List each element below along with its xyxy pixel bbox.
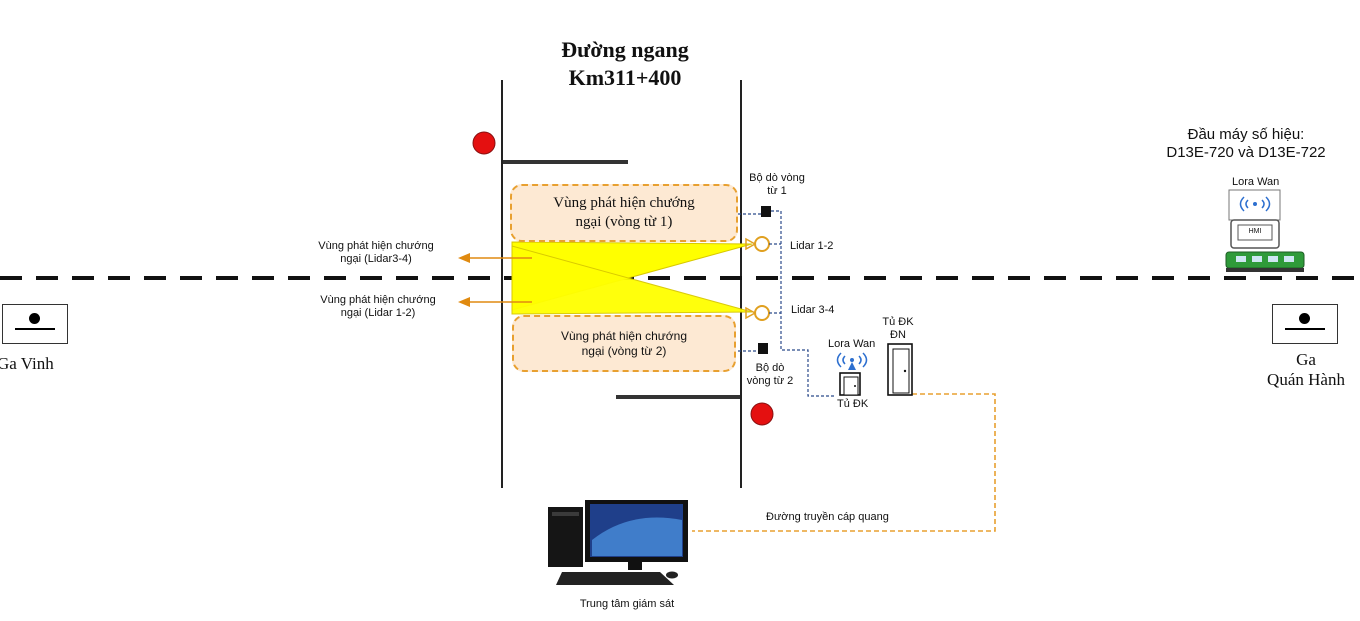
obstacle-zone-loop1: Vùng phát hiện chướng ngại (vòng từ 1) bbox=[510, 184, 738, 242]
lidar12-arrowhead bbox=[458, 297, 470, 307]
fiber-optic-line bbox=[692, 393, 996, 532]
loop-detector-2 bbox=[758, 343, 768, 354]
zone-loop2-line1: Vùng phát hiện chướng bbox=[561, 328, 687, 343]
cabinet-dk-icon bbox=[839, 372, 861, 396]
loop-detector-1-line2: từ 1 bbox=[767, 185, 787, 197]
signal-light-bottom bbox=[750, 402, 774, 426]
crossing-title: Đường ngang Km311+400 bbox=[540, 36, 710, 92]
lidar12-zone-line1: Vùng phát hiện chướng bbox=[320, 294, 436, 306]
lorawan-antenna-icon bbox=[836, 352, 868, 370]
lidar34-label: Lidar 3-4 bbox=[791, 304, 835, 316]
lidar-sensor-12-cone bbox=[745, 237, 757, 251]
station-left-marker bbox=[2, 304, 68, 344]
lidar12-zone-line2: ngại (Lidar 1-2) bbox=[340, 307, 416, 319]
cabinet-dk-label: Tủ ĐK bbox=[837, 398, 869, 410]
computer-icon bbox=[548, 500, 688, 585]
lidar12-label: Lidar 1-2 bbox=[790, 240, 834, 252]
crossing-title-line2: Km311+400 bbox=[568, 65, 682, 90]
cabinet-dkdn-icon bbox=[887, 343, 913, 396]
loop-detector-2-line2: vòng từ 2 bbox=[746, 375, 794, 387]
station-right-line2: Quán Hành bbox=[1267, 370, 1345, 389]
locomotive-line1: Đầu máy số hiệu: bbox=[1187, 126, 1305, 143]
crossing-title-line1: Đường ngang bbox=[561, 37, 689, 62]
monitoring-center-label: Trung tâm giám sát bbox=[579, 598, 675, 610]
loop-detector-2-line1: Bộ dò bbox=[755, 362, 785, 374]
signal-light-top bbox=[472, 131, 496, 155]
loop-detector-1-label: Bộ dò vòng từ 1 bbox=[744, 172, 810, 198]
loop-detector-2-label: Bộ dò vòng từ 2 bbox=[742, 362, 798, 388]
lidar-beam-34 bbox=[511, 245, 753, 315]
locomotive-line2: D13E-720 và D13E-722 bbox=[1166, 144, 1326, 161]
station-right-line1: Ga bbox=[1296, 350, 1316, 369]
sensor-wiring bbox=[738, 210, 835, 397]
zone-loop2-line2: ngại (vòng từ 2) bbox=[581, 343, 667, 358]
station-right-marker bbox=[1272, 304, 1338, 344]
cabinet-dkdn-line2: ĐN bbox=[890, 329, 906, 341]
locomotive-label: Đầu máy số hiệu: D13E-720 và D13E-722 bbox=[1148, 126, 1344, 162]
hmi-label: HMI bbox=[1248, 228, 1262, 235]
lidar34-arrowhead bbox=[458, 253, 470, 263]
cabinet-dkdn-label: Tủ ĐK ĐN bbox=[878, 316, 918, 342]
lorawan-right-label: Lora Wan bbox=[1232, 176, 1280, 188]
fiber-route-label: Đường truyền cáp quang bbox=[766, 511, 889, 523]
lorawan-hmi-icon bbox=[1228, 189, 1281, 249]
lidar34-zone-line2: ngại (Lidar3-4) bbox=[340, 253, 412, 265]
lidar34-zone-line1: Vùng phát hiện chướng bbox=[318, 240, 434, 252]
zone-loop1-line1: Vùng phát hiện chướng bbox=[553, 195, 695, 211]
obstacle-zone-loop2: Vùng phát hiện chướng ngại (vòng từ 2) bbox=[512, 315, 736, 372]
loop-detector-1 bbox=[761, 206, 771, 217]
lidar12-zone-label: Vùng phát hiện chướng ngại (Lidar 1-2) bbox=[308, 294, 448, 320]
station-left-label: Ga Vinh bbox=[0, 354, 54, 373]
lidar-sensor-34-cone bbox=[745, 306, 757, 320]
locomotive-icon bbox=[1225, 251, 1305, 272]
loop-detector-1-line1: Bộ dò vòng bbox=[749, 172, 805, 184]
lorawan-left-label: Lora Wan bbox=[828, 338, 876, 350]
zone-loop1-line2: ngại (vòng từ 1) bbox=[575, 214, 673, 230]
lidar34-zone-label: Vùng phát hiện chướng ngại (Lidar3-4) bbox=[306, 240, 446, 266]
lidar-sensor-34 bbox=[754, 305, 770, 321]
station-right-label: Ga Quán Hành bbox=[1254, 350, 1358, 390]
lidar-sensor-12 bbox=[754, 236, 770, 252]
cabinet-dkdn-line1: Tủ ĐK bbox=[882, 316, 914, 328]
